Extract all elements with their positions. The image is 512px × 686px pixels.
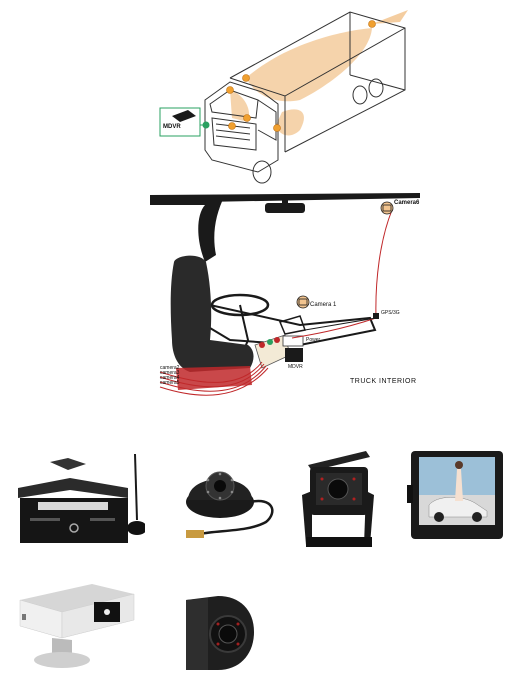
driver-seat xyxy=(170,255,254,372)
camera-line-label: camera5 xyxy=(160,380,180,386)
truck-interior-diagram xyxy=(150,193,420,396)
camera-line-label: camera4 xyxy=(160,375,180,381)
truck-camera-diagram xyxy=(159,10,408,184)
power-label: Power xyxy=(306,337,321,343)
rear-camera-image xyxy=(302,451,374,547)
gps-label: GPS/3G xyxy=(381,310,400,316)
camera-markers xyxy=(226,20,376,132)
mdvr-product-image xyxy=(18,453,145,543)
camera1-label: Camera 1 xyxy=(310,302,337,308)
side-camera-image xyxy=(186,596,254,670)
mdvr-device-icon xyxy=(172,110,196,122)
rear-camera-coverage xyxy=(372,10,408,24)
dome-camera-image xyxy=(186,471,274,538)
side-camera-coverage xyxy=(246,28,372,102)
monitor-image xyxy=(407,451,503,539)
camera-line-label: camera3 xyxy=(160,370,180,376)
camera-lines-list: camera2 camera3 camera4 camera5 xyxy=(160,366,179,386)
truck-mdvr-label: MDVR xyxy=(163,124,181,130)
front-side-coverage xyxy=(276,109,304,136)
camera6-label: Camera6 xyxy=(394,200,420,206)
adas-device-image xyxy=(19,584,135,668)
interior-caption: TRUCK INTERIOR xyxy=(350,378,417,385)
interior-mdvr-label: MDVR xyxy=(288,364,303,370)
cab-coverage xyxy=(230,90,250,122)
camera-line-label: camera2 xyxy=(160,365,180,371)
gps-node xyxy=(373,313,379,319)
